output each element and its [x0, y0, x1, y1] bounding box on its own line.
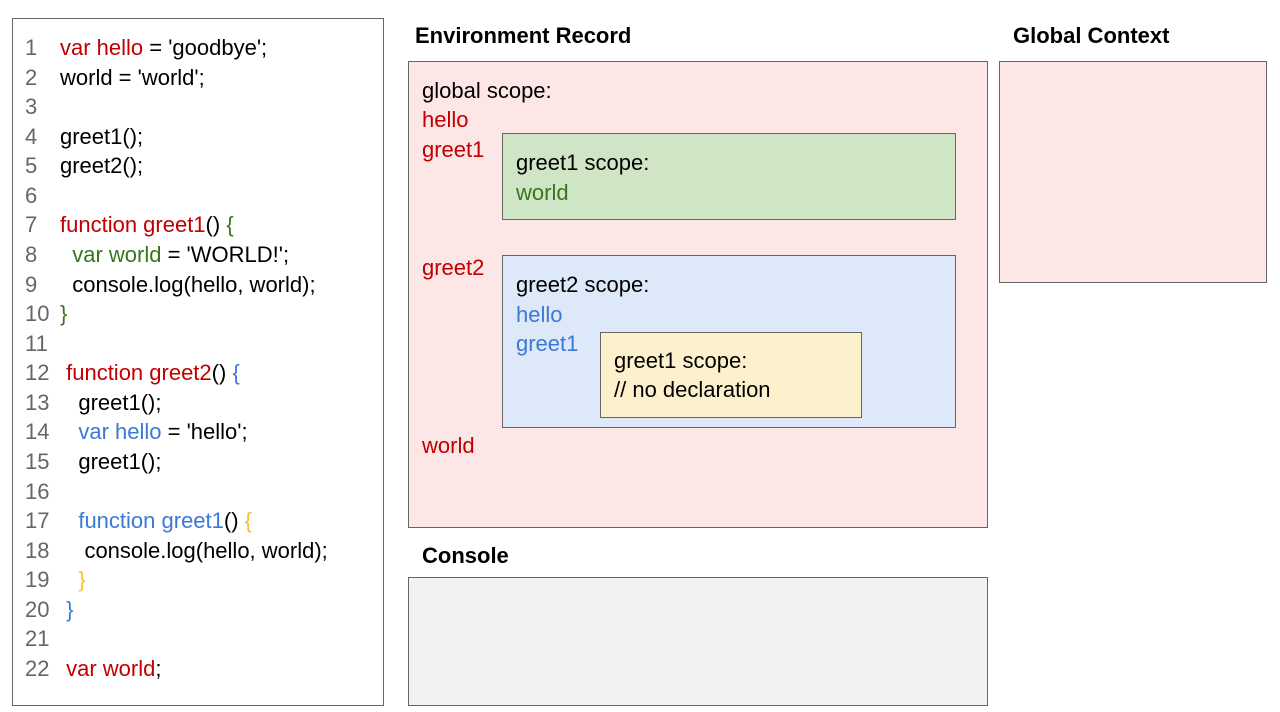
code-line: function greet1() { [60, 212, 234, 238]
code-line: greet1(); [60, 390, 161, 416]
line-number: 17 [25, 508, 50, 534]
greet1-scope-label: greet1 scope: [516, 150, 650, 175]
line-number: 12 [25, 360, 50, 386]
line-number: 8 [25, 241, 38, 267]
greet2-scope-label: greet2 scope: [516, 272, 650, 297]
global-scope-label: global scope: [422, 78, 552, 103]
code-token: () [205, 212, 227, 238]
code-line: console.log(hello, world); [60, 537, 328, 564]
code-token: world = 'world'; [60, 64, 205, 90]
line-number: 13 [25, 389, 50, 415]
code-token: = 'WORLD!'; [161, 241, 290, 267]
code-line: var hello = 'goodbye'; [60, 35, 267, 61]
line-number: 18 [25, 537, 50, 563]
global-var-greet1: greet1 [422, 137, 485, 162]
code-line: function greet2() { [60, 360, 240, 386]
code-line: var hello = 'hello'; [60, 419, 248, 445]
line-number: 5 [25, 153, 38, 179]
line-number: 16 [25, 478, 50, 504]
greet2-var-greet1: greet1 [516, 331, 579, 356]
greet1-scope-box: greet1 scope: world [502, 133, 956, 220]
code-token: console.log(hello, world); [60, 537, 328, 563]
code-token: ; [155, 655, 162, 681]
code-token: } [60, 567, 86, 593]
code-token: { [226, 212, 234, 238]
console-heading: Console [422, 543, 509, 568]
line-number: 2 [25, 64, 38, 90]
line-number: 20 [25, 596, 50, 622]
console-box [408, 577, 988, 706]
code-token: } [60, 301, 68, 327]
code-token: = 'goodbye'; [143, 35, 268, 60]
code-line: var world; [60, 656, 161, 682]
global-var-hello: hello [422, 107, 469, 132]
code-token: console.log(hello, world); [60, 271, 316, 297]
code-token: greet1(); [60, 123, 144, 149]
code-line: } [60, 597, 73, 623]
line-number: 6 [25, 182, 38, 208]
line-number: 7 [25, 212, 38, 238]
code-line: } [60, 567, 86, 593]
code-token: function greet1 [60, 212, 206, 238]
global-var-greet2: greet2 [422, 255, 485, 280]
inner-greet1-scope-label: greet1 scope: [614, 348, 748, 373]
code-token: { [244, 508, 253, 534]
line-number: 1 [25, 35, 38, 60]
code-token: greet2(); [60, 153, 144, 179]
greet2-var-hello: hello [516, 302, 563, 327]
code-token: { [232, 360, 240, 386]
code-token: greet1(); [60, 389, 162, 415]
code-line: greet1(); [60, 449, 161, 475]
code-token: greet1(); [60, 448, 162, 474]
code-token: var world [60, 241, 162, 267]
line-number: 15 [25, 448, 50, 474]
code-token: () [223, 508, 245, 534]
inner-greet1-note: // no declaration [614, 377, 771, 402]
line-number: 22 [25, 655, 50, 681]
code-line: greet1(); [60, 124, 143, 150]
code-token: var world [60, 655, 156, 681]
code-line: function greet1() { [60, 508, 252, 534]
code-token: var hello [60, 419, 162, 445]
inner-greet1-scope-box: greet1 scope: // no declaration [600, 332, 862, 418]
code-token: function greet2 [60, 360, 212, 386]
line-number: 21 [25, 626, 50, 652]
global-context-box [999, 61, 1267, 283]
code-token: function greet1 [60, 508, 224, 534]
code-token: () [211, 360, 233, 386]
code-line: world = 'world'; [60, 65, 205, 91]
code-panel: 1 var hello = 'goodbye'; 2 world = 'world';… [12, 18, 384, 706]
code-line: var world = 'WORLD!'; [60, 242, 289, 268]
code-token: var hello [60, 35, 144, 60]
code-token: = 'hello'; [161, 419, 248, 445]
global-context-heading: Global Context [1013, 23, 1170, 48]
line-number: 10 [25, 301, 50, 327]
greet1-var-world: world [516, 180, 569, 205]
line-number: 4 [25, 123, 38, 149]
environment-record-heading: Environment Record [415, 23, 632, 48]
line-number: 9 [25, 271, 38, 297]
line-number: 14 [25, 419, 50, 445]
line-number: 11 [25, 330, 48, 356]
line-number: 3 [25, 94, 38, 120]
code-token: } [60, 596, 74, 622]
code-line: console.log(hello, world); [60, 271, 316, 298]
code-line: } [60, 301, 67, 327]
line-number: 19 [25, 567, 50, 593]
code-line: greet2(); [60, 153, 143, 179]
global-var-world: world [422, 433, 475, 458]
